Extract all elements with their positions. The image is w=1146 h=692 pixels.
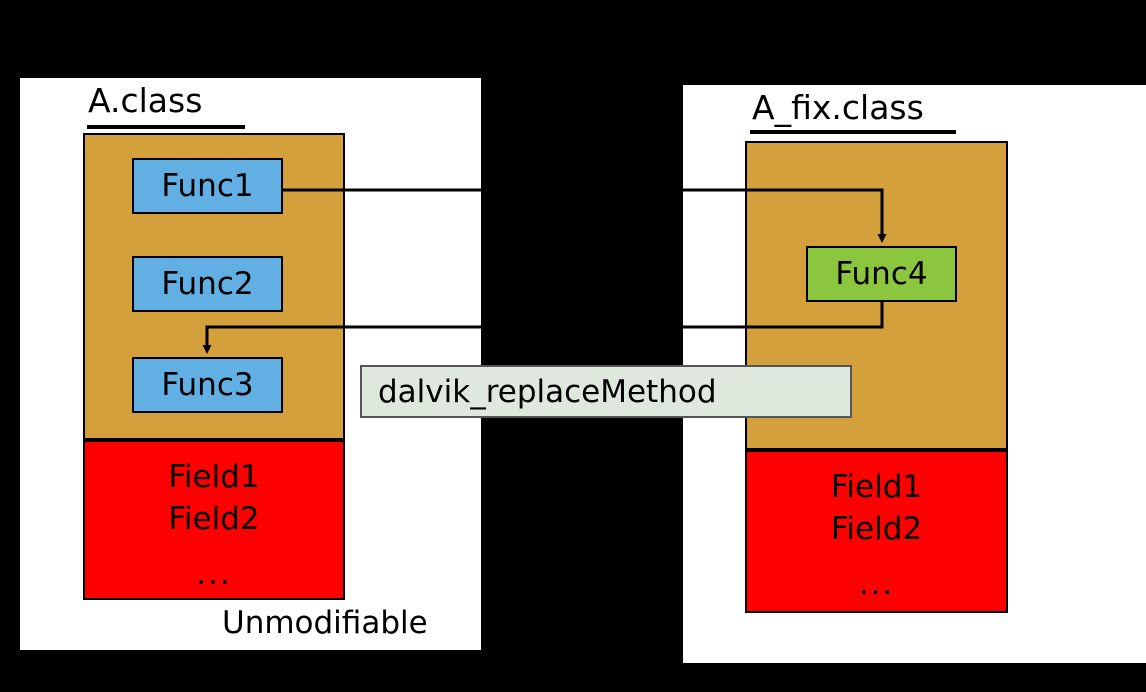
func1-label: Func1 xyxy=(161,168,254,204)
right-fields-region: Field1 Field2 ... xyxy=(745,450,1008,613)
right-field-2: Field2 xyxy=(830,510,923,547)
left-fields-ellipsis: ... xyxy=(196,556,232,593)
right-field-1: Field1 xyxy=(830,469,923,505)
func4-label: Func4 xyxy=(835,256,928,292)
unmodifiable-caption: Unmodifiable xyxy=(222,605,428,641)
func2-label: Func2 xyxy=(161,266,254,302)
left-fields-region: Field1 Field2 ... xyxy=(83,440,345,600)
left-class-title-underline xyxy=(87,125,245,129)
right-class-title: A_fix.class xyxy=(752,88,924,127)
left-field-2: Field2 xyxy=(168,500,260,537)
func3-box[interactable]: Func3 xyxy=(132,357,283,413)
func1-box[interactable]: Func1 xyxy=(132,158,283,214)
func2-box[interactable]: Func2 xyxy=(132,256,283,312)
func4-box[interactable]: Func4 xyxy=(806,246,957,302)
right-class-title-underline xyxy=(750,130,956,134)
right-fields-ellipsis: ... xyxy=(858,566,895,603)
left-class-title: A.class xyxy=(88,81,203,120)
left-field-1: Field1 xyxy=(168,459,260,495)
dalvik-replace-method-callout: dalvik_replaceMethod xyxy=(360,365,852,418)
callout-label: dalvik_replaceMethod xyxy=(378,373,717,410)
func3-label: Func3 xyxy=(161,367,254,403)
